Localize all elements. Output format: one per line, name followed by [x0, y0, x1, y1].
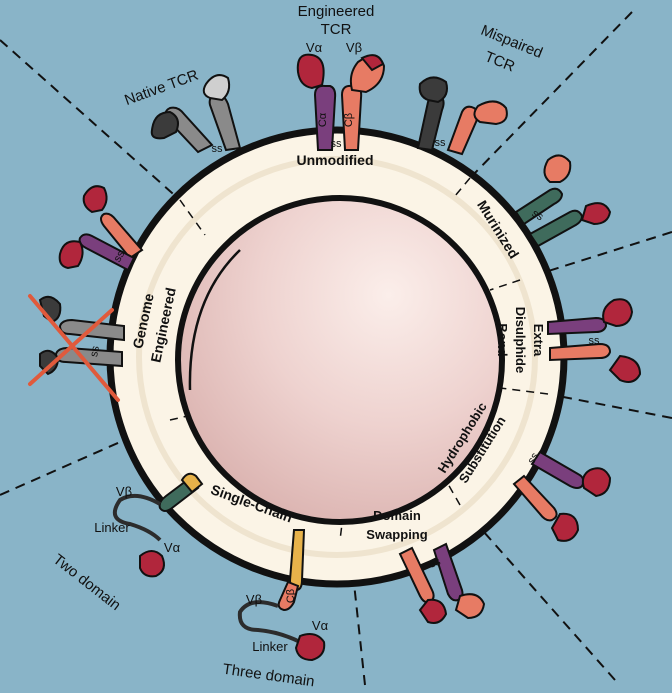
genome-engineered-tcr [58, 185, 144, 272]
v-beta-label-three-domain: Vβ [246, 592, 262, 607]
single-chain-three-domain [237, 529, 326, 662]
nucleus-highlight [188, 249, 241, 391]
c-beta-label-three-domain: Cβ [285, 589, 297, 603]
single-chain-two-domain [112, 472, 204, 578]
hydrophobic-tcr [512, 450, 612, 542]
ss-label-engineered: ss [331, 138, 343, 150]
murinized-tcr [514, 154, 612, 248]
ss-label-extra: ss [589, 335, 601, 347]
ss-label-domain-swap: ss [428, 555, 443, 570]
ss-label-native: ss [212, 143, 224, 155]
ss-label-knockout: ss [88, 345, 102, 358]
v-alpha-label-three-domain: Vα [312, 618, 329, 633]
nucleus [175, 195, 505, 525]
sector-extra-disulphide-3: Bond [495, 323, 510, 356]
native-tcr [150, 74, 242, 154]
v-alpha-label-top: Vα [306, 40, 323, 55]
ss-label-mispaired: ss [435, 137, 447, 149]
linker-label-two-domain: Linker [94, 520, 130, 535]
knockout-cross [28, 294, 120, 402]
linker-label-three-domain: Linker [252, 639, 288, 654]
v-beta-label-top: Vβ [346, 40, 362, 55]
sector-domain-swapping-1: Domain [373, 508, 421, 523]
cytoplasm-ring [136, 156, 538, 558]
v-beta-label-two-domain: Vβ [116, 484, 132, 499]
engineered-tcr [296, 53, 386, 151]
engineered-tcr-label-2: TCR [321, 21, 352, 38]
v-alpha-label-two-domain: Vα [164, 540, 181, 555]
sector-unmodified: Unmodified [297, 152, 374, 168]
sector-extra-disulphide-1: Extra [531, 324, 546, 357]
sector-domain-swapping-2: Swapping [366, 527, 427, 542]
c-beta-label-top: Cβ [343, 113, 355, 127]
mispaired-tcr [416, 76, 508, 156]
sector-extra-disulphide-2: Disulphide [513, 307, 528, 373]
extra-disulphide-tcr [547, 298, 642, 383]
c-alpha-label-top: Cα [317, 112, 329, 127]
engineered-tcr-label-1: Engineered [298, 3, 375, 20]
domain-swapping-tcr [398, 542, 486, 624]
